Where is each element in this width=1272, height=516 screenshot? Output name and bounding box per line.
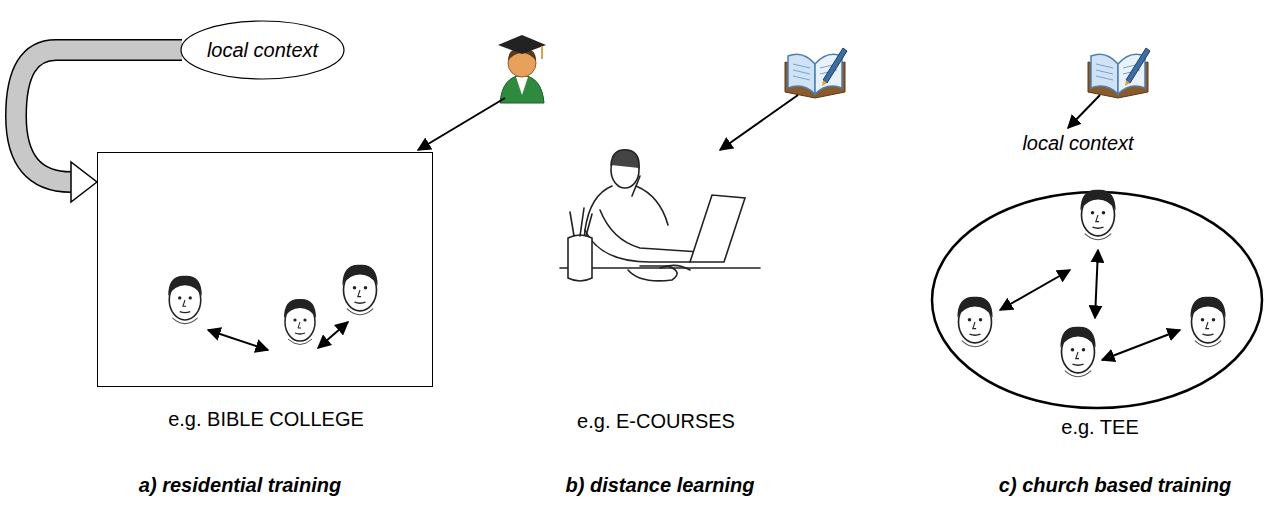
- node-label: local context: [207, 39, 318, 62]
- context-ellipse: local context: [180, 20, 345, 80]
- category-caption: c) church based training: [999, 474, 1231, 497]
- college-box: e.g. BIBLE COLLEGE: [97, 152, 433, 387]
- curved-block-arrow: [16, 50, 182, 202]
- example-label: e.g. TEE: [1061, 416, 1138, 439]
- category-caption: b) distance learning: [566, 474, 755, 497]
- example-label: e.g. BIBLE COLLEGE: [168, 408, 364, 431]
- context-label: local context: [1022, 132, 1133, 155]
- example-label: e.g. E-COURSES: [577, 410, 735, 433]
- category-caption: a) residential training: [139, 474, 341, 497]
